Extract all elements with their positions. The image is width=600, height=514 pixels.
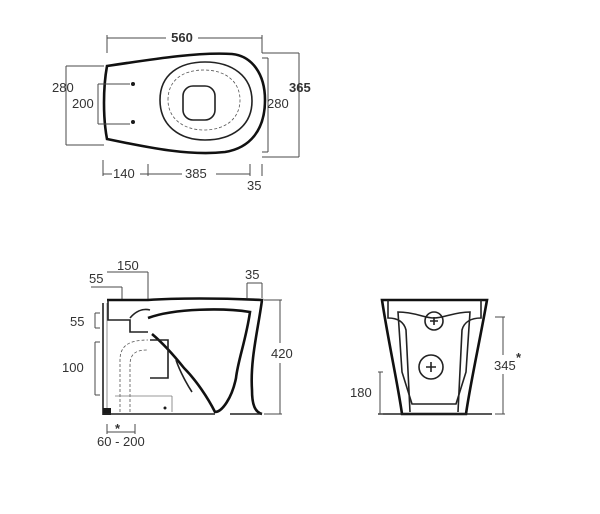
dim-55-top: 55	[89, 271, 103, 286]
dim-200-holes: 200	[72, 96, 94, 111]
dim-star-front: *	[516, 350, 522, 365]
upper-outlet	[424, 311, 444, 331]
dim-140: 140	[113, 166, 135, 181]
inner-channel-front	[397, 311, 471, 405]
dim-55-left: 55	[70, 314, 84, 329]
dim-345: 345	[494, 358, 516, 373]
dim-280-right: 280	[267, 96, 289, 111]
bowl-inner-dashed	[167, 69, 241, 131]
dim-385: 385	[185, 166, 207, 181]
fixing-hole-upper	[131, 82, 135, 86]
dim-420: 420	[271, 346, 293, 361]
dim-100: 100	[62, 360, 84, 375]
dim-560: 560	[171, 30, 193, 45]
lower-outlet	[418, 354, 444, 380]
dim-150: 150	[117, 258, 139, 273]
dim-35-side: 35	[245, 267, 259, 282]
dim-60-200: 60 - 200	[97, 434, 145, 449]
bowl-outline-top	[102, 52, 267, 155]
bowl-inner-side	[147, 308, 252, 414]
outlet-opening	[182, 85, 216, 121]
dim-35-top: 35	[247, 178, 261, 193]
fixing-hole-lower	[131, 120, 135, 124]
dim-180: 180	[350, 385, 372, 400]
dim-280-left: 280	[52, 80, 74, 95]
bowl-rim-top	[159, 61, 253, 141]
front-view: 180 345 *	[350, 298, 522, 416]
bowl-outline-side	[107, 297, 264, 416]
side-view: 150 55 35 55 10	[62, 258, 293, 449]
waste-pipe-dashed	[119, 339, 149, 412]
dim-365: 365	[289, 80, 311, 95]
top-view: 560 280 200 280 365	[52, 30, 311, 193]
dim-star-side: *	[115, 421, 121, 436]
